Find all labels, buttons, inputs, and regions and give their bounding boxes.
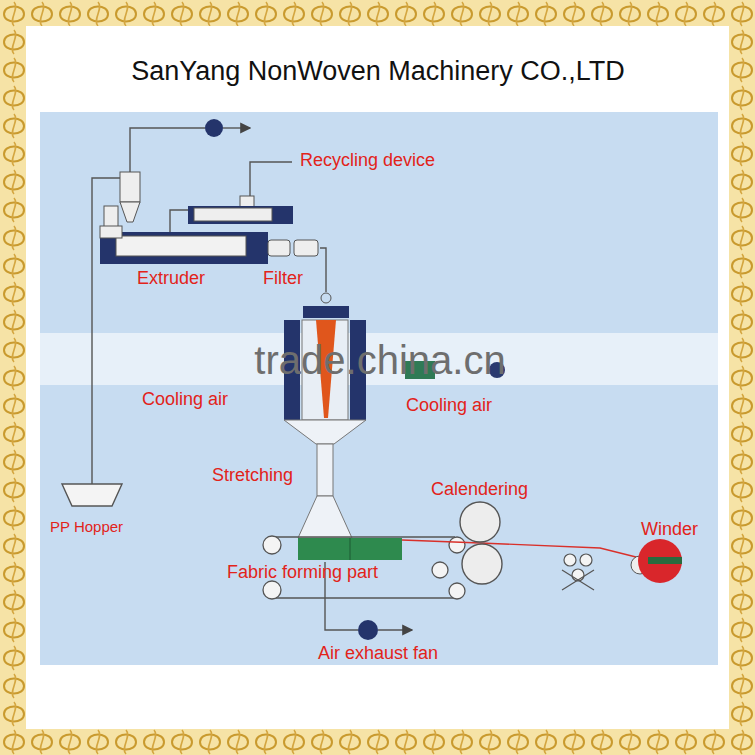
part-label: Air exhaust fan xyxy=(318,643,438,664)
part-label: Stretching xyxy=(212,465,293,486)
watermark: trade.china.cn xyxy=(254,337,505,383)
part-label: Cooling air xyxy=(406,395,492,416)
title: SanYang NonWoven Machinery CO.,LTD xyxy=(131,56,625,87)
part-label: Cooling air xyxy=(142,389,228,410)
part-label: PP Hopper xyxy=(50,518,123,535)
part-label: Recycling device xyxy=(300,150,435,171)
part-label: Extruder xyxy=(137,268,205,289)
part-label: Calendering xyxy=(431,479,528,500)
part-label: Filter xyxy=(263,268,303,289)
part-label: Fabric forming part xyxy=(227,562,378,583)
part-label: Winder xyxy=(641,519,698,540)
